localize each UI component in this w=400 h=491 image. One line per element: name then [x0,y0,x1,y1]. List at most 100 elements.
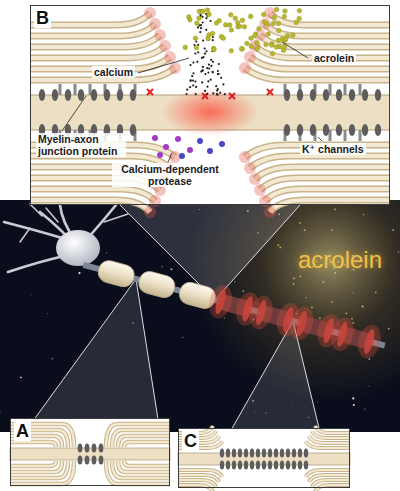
myelin-lamella [315,485,350,491]
myelin-lamella [106,424,170,447]
myelin-lamella [106,461,170,484]
myelin-lamella [124,442,170,447]
damage-glow [249,40,261,52]
potassium-channel [220,461,224,470]
acrolein-molecule [276,21,281,26]
potassium-channel [280,449,284,458]
star [368,358,370,360]
potassium-channel [274,449,278,458]
damage-glow [206,282,236,321]
myelin-lamella [10,461,74,484]
calcium-ion [185,93,187,95]
damage-glow [249,173,261,185]
dendrite [104,214,128,222]
panel-letter: A [14,421,31,441]
myelin-lamella [306,470,350,477]
calcium-ion [192,72,194,74]
potassium-channel [85,456,90,465]
star [78,272,80,274]
zoom-wedge [120,205,300,300]
calcium-ion [200,71,202,73]
calcium-ion [206,67,208,69]
myelin-lamella [30,200,150,212]
myelin-lamella [306,441,350,448]
acrolein-molecule [285,33,290,38]
myelin-lamella [30,46,165,58]
acrolein-molecule [248,14,253,19]
star [334,277,335,278]
flared-myelin-end [213,288,227,315]
protease [219,141,225,147]
star [362,305,364,307]
potassium-channel [336,89,342,101]
calcium-ion [210,65,212,67]
acrolein-molecule [221,36,226,41]
potassium-channel [262,449,266,458]
acrolein-molecule [228,23,233,28]
myelin-lamella [245,68,390,80]
star [234,281,235,282]
acrolein-particle [319,317,321,319]
acrolein-particle [388,328,390,330]
calcium-ion [201,57,203,59]
potassium-channel [92,456,97,465]
potassium-channel [52,89,58,101]
potassium-channel [375,124,381,136]
potassium-channel [130,89,136,101]
calcium-ion [200,27,202,29]
acrolein-molecule [233,16,238,21]
acrolein-molecule [242,24,247,29]
acrolein-molecule [210,31,215,36]
potassium-channel [238,461,242,470]
potassium-channel [349,124,355,136]
acrolein-molecule [201,9,206,14]
calcium-ion [205,17,207,19]
potassium-channel [304,449,308,458]
potassium-channel [362,124,368,136]
myelin-lamella [10,461,68,478]
myelin-lamella [309,475,350,482]
myelin-lamella [30,189,155,201]
myelin-lamella [10,461,74,484]
calcium-ion [202,40,204,42]
calcium-ion [192,62,194,64]
myelin-lamella [270,200,390,212]
protease [163,144,169,150]
annotation-label: Calcium-dependent protease [112,163,228,187]
acrolein-particle [323,281,325,283]
myelin-lamella [270,13,390,25]
cleaved-protein [147,89,153,95]
acrolein-particle [346,313,348,315]
star [352,292,353,293]
star [293,277,295,279]
zoom-line [25,279,160,432]
calcium-ion [204,73,206,75]
potassium-channel [286,461,290,470]
cell-body [56,230,100,266]
calcium-ion [216,93,218,95]
leader-line [62,96,86,131]
myelin-lamella [178,480,216,487]
acrolein-molecule [229,28,234,33]
star [31,294,32,295]
junction-protein [344,84,347,95]
myelin-lamella [10,461,56,466]
calcium-ion [196,61,198,63]
acrolein-molecule [229,13,234,18]
damage-glow [287,304,317,343]
annotation-label: Myelin-axon junction protein [36,133,126,157]
acrolein-particle [352,322,354,324]
myelin-lamella [124,461,170,466]
damage-glow [244,51,256,63]
star [224,317,225,318]
potassium-channel [117,89,123,101]
zoom-line [230,321,320,432]
myelin-lamella [312,431,350,438]
inset-panel: A [10,418,170,486]
myelin-lamella [255,167,390,179]
acrolein-particle [278,244,280,246]
star [46,313,48,315]
calcium-ion [205,29,207,31]
zoom-line [120,205,300,300]
damage-glow [354,322,384,361]
